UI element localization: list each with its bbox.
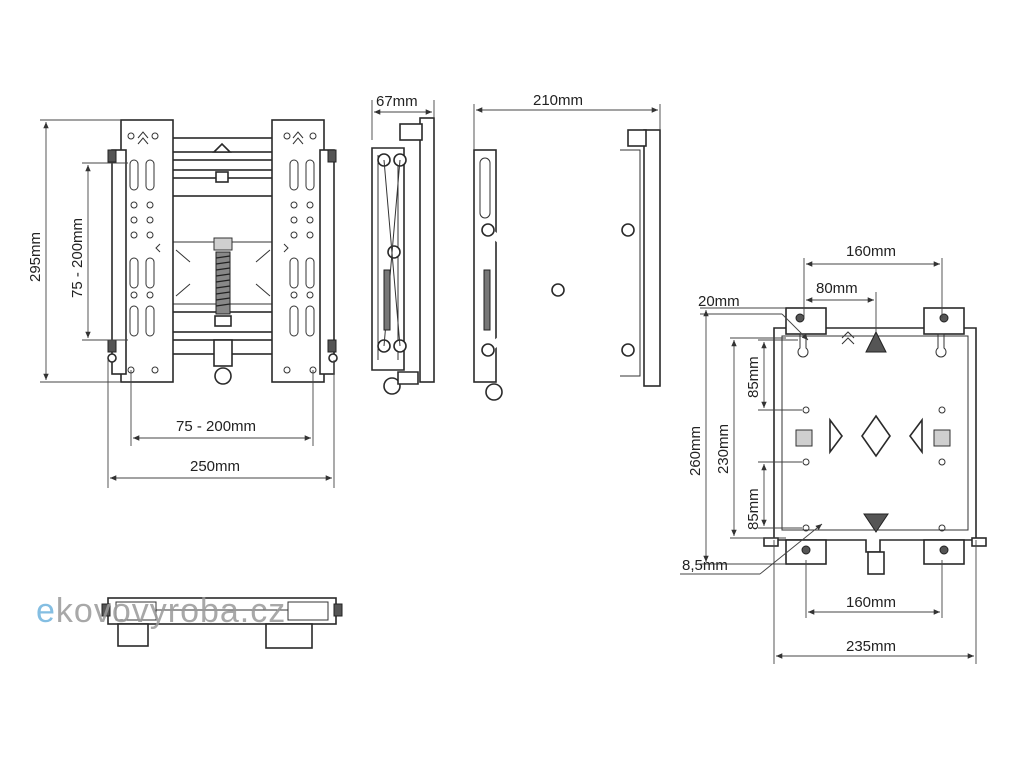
front-vesa-horizontal-label: 75 - 200mm [176,418,256,435]
wall-top-spacing-label: 160mm [846,243,896,260]
front-height-label: 295mm [27,232,44,282]
front-dimensions [40,119,335,488]
wall-height-label: 260mm [687,426,704,476]
wall-hole-diameter-label: 8,5mm [682,557,728,574]
wall-slot-label: 20mm [698,293,740,310]
wall-upper-spacing-label: 85mm [745,356,762,398]
center-spring [213,251,233,385]
watermark-tld: .cz [240,592,286,630]
front-view: 295mm 75 - 200mm 75 - 200mm 250mm [27,119,338,488]
watermark-e: e [36,592,56,630]
side-open-depth-label: 210mm [533,92,583,109]
wall-lower-spacing-label: 85mm [745,488,762,530]
side-closed-depth-label: 67mm [376,93,418,110]
watermark: ekovovyroba.cz [36,592,286,630]
side-view-open: 210mm [473,92,661,401]
wall-width-label: 235mm [846,638,896,655]
front-vesa-vertical-label: 75 - 200mm [69,218,86,298]
right-rail [271,119,338,383]
watermark-main: kovovyroba [56,592,240,630]
left-rail [107,119,174,383]
side-view-closed: 67mm [371,93,435,395]
wall-plate-view [680,258,987,664]
bottom-view [101,597,343,649]
front-width-label: 250mm [190,458,240,475]
wall-hole-span-label: 230mm [715,424,732,474]
wall-center-offset-label: 80mm [816,280,858,297]
wall-bottom-spacing-label: 160mm [846,594,896,611]
